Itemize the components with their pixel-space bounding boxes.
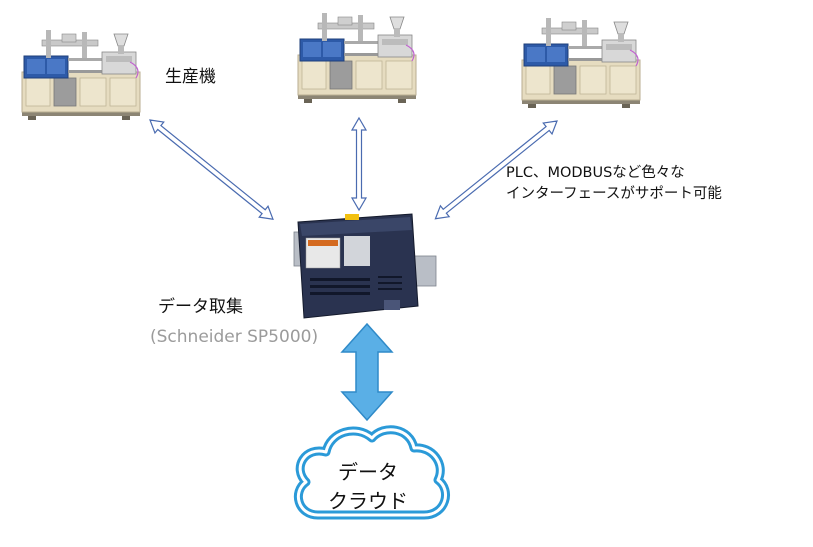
machines-label: 生産機: [165, 67, 216, 87]
device-model-label: (Schneider SP5000): [150, 327, 319, 347]
machine-center: [297, 12, 417, 104]
machine-right: [521, 17, 641, 109]
arrow-left-machine: [149, 119, 274, 220]
arrow-center-machine: [350, 116, 368, 212]
protocols-line-1: PLC、MODBUSなど色々な: [506, 165, 685, 181]
protocols-note: PLC、MODBUSなど色々な インターフェースがサポート可能: [506, 163, 722, 205]
cloud-label-line-2: クラウド: [328, 489, 408, 513]
cloud-label-line-1: データ: [338, 460, 398, 484]
protocols-line-2: インターフェースがサポート可能: [506, 186, 722, 202]
hmi-data-collector-icon: [293, 213, 437, 319]
data-collection-label: データ取集: [158, 297, 243, 317]
link-arrows: [149, 116, 558, 220]
arrow-right-machine: [434, 120, 558, 220]
bidirectional-arrow-icon: [340, 322, 394, 422]
cloud-label: データ クラウド: [318, 458, 418, 516]
cloud-icon: [293, 425, 450, 520]
machine-left: [21, 29, 141, 121]
